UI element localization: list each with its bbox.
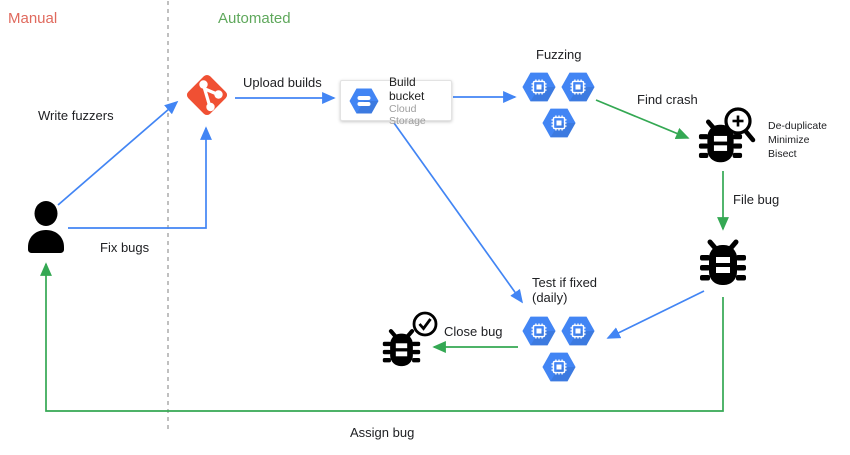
file-bug-label: File bug (733, 192, 780, 207)
fuzzing-node-icon (561, 72, 595, 102)
triage-steps-label: De-duplicate Minimize Bisect (768, 119, 827, 161)
bucket-to-test-arrow (393, 122, 523, 304)
build-bucket-title: Build bucket (389, 74, 425, 103)
fuzzing-label: Fuzzing (536, 47, 582, 62)
filed-bug-icon (699, 237, 747, 291)
test-if-fixed-line1: Test if fixed (532, 275, 598, 290)
test-node-icon (522, 316, 556, 346)
git-repo-icon (181, 69, 233, 121)
crash-triage-bug-magnifier-icon (698, 104, 760, 168)
write-fuzzers-label: Write fuzzers (38, 108, 114, 123)
cloud-storage-icon (349, 88, 379, 114)
fix-bugs-arrow (68, 126, 212, 229)
fuzzing-node-icon (542, 108, 576, 138)
fix-bugs-label: Fix bugs (100, 240, 150, 255)
build-bucket-subtitle: Cloud Storage (389, 102, 426, 127)
find-crash-arrow (595, 99, 690, 139)
minimize-label: Minimize (768, 134, 810, 146)
find-crash-label: Find crash (637, 92, 698, 107)
assign-bug-arrow (40, 262, 724, 412)
automated-zone-label: Automated (218, 10, 291, 27)
build-bucket-card: Build bucket Cloud Storage (340, 75, 452, 127)
dedup-label: De-duplicate (768, 120, 827, 132)
close-bug-label: Close bug (444, 324, 503, 339)
bug-to-test-arrow (606, 290, 705, 339)
manual-zone-label: Manual (8, 10, 58, 27)
build-bucket-text: Build bucket Cloud Storage (389, 75, 451, 127)
write-fuzzers-arrow (57, 100, 179, 206)
test-if-fixed-line2: (daily) (532, 290, 568, 305)
test-node-icon (561, 316, 595, 346)
assign-bug-label: Assign bug (350, 425, 415, 440)
bisect-label: Bisect (768, 148, 797, 160)
verified-bug-check-icon (382, 309, 440, 369)
developer-person-icon (24, 201, 68, 253)
test-if-fixed-label: Test if fixed (daily) (532, 275, 597, 305)
test-node-icon (542, 352, 576, 382)
fuzzing-node-icon (522, 72, 556, 102)
upload-builds-label: Upload builds (243, 75, 322, 90)
